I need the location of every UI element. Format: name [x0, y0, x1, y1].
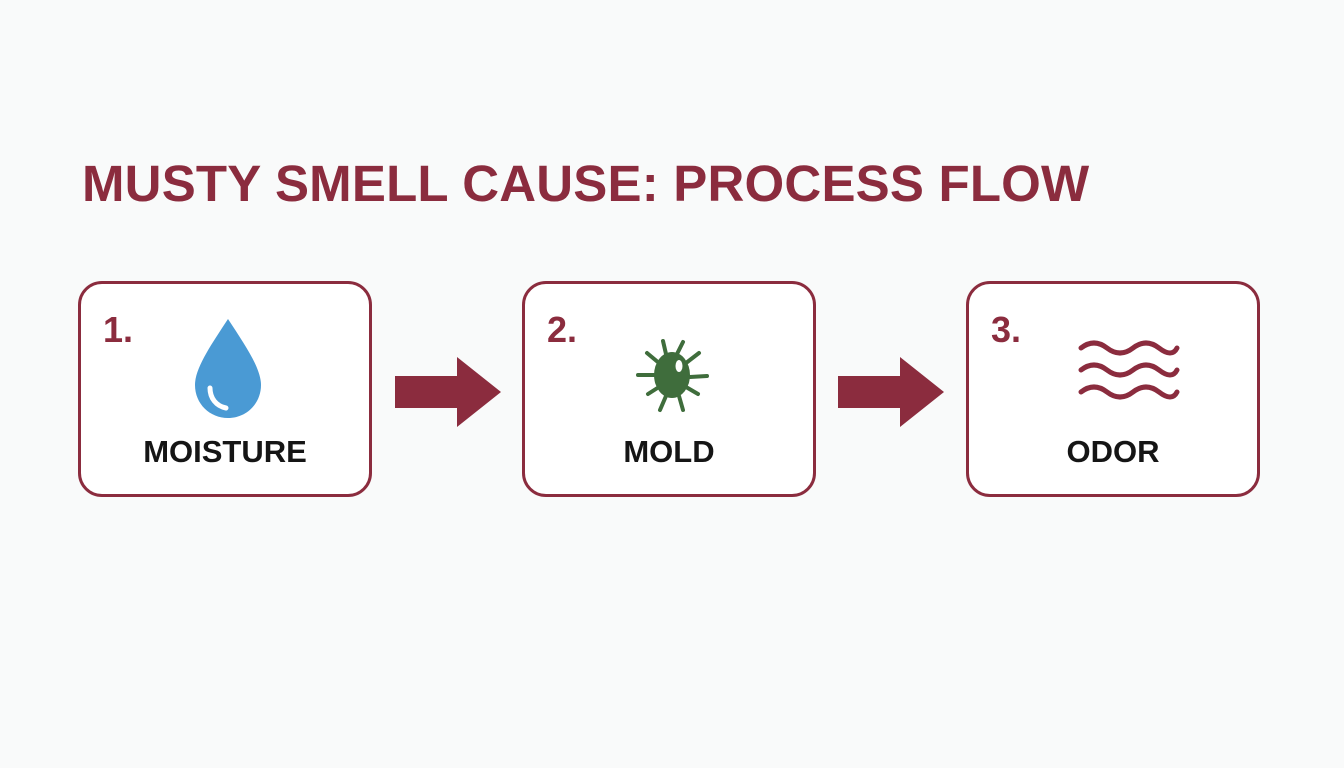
- step-box-mold: 2. MOLD: [522, 281, 816, 497]
- flow-arrow-right-icon: [838, 357, 944, 427]
- odor-waves-icon: [1076, 314, 1180, 424]
- step-label: MOISTURE: [143, 434, 307, 469]
- step-number: 1.: [103, 309, 134, 350]
- mold-spore-icon: [632, 314, 712, 424]
- step-label: MOLD: [623, 434, 715, 469]
- diagram-title: MUSTY SMELL CAUSE: PROCESS FLOW: [82, 155, 1090, 212]
- flow-arrow-right-icon: [395, 357, 501, 427]
- water-drop-icon: [188, 314, 268, 424]
- step-box-moisture: 1. MOISTURE: [78, 281, 372, 497]
- step-label: ODOR: [1066, 434, 1160, 469]
- step-number: 3.: [991, 309, 1022, 350]
- step-number: 2.: [547, 309, 578, 350]
- step-box-odor: 3. ODOR: [966, 281, 1260, 497]
